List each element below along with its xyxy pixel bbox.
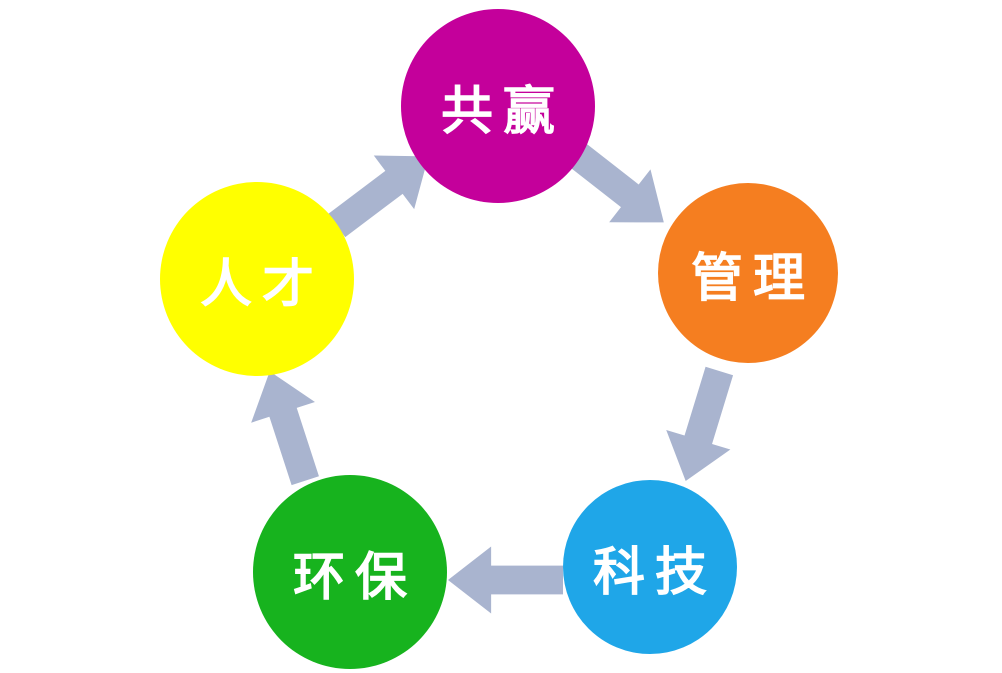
arrow-environment-to-talent-icon — [251, 371, 319, 486]
arrow-talent-to-winwin-icon — [327, 155, 429, 238]
arrow-shape — [666, 366, 734, 481]
node-win-win-label: 共赢 — [440, 80, 565, 142]
node-technology: 科技 — [563, 480, 737, 654]
arrow-winwin-to-management-icon — [564, 140, 664, 223]
node-environment-label: 环保 — [292, 546, 417, 608]
arrow-shape — [327, 155, 429, 238]
node-talent: 人才 — [160, 182, 354, 376]
arrow-shape — [564, 140, 664, 223]
node-management-label: 管理 — [690, 247, 815, 309]
node-management: 管理 — [658, 183, 838, 363]
node-environment: 环保 — [253, 475, 447, 669]
arrow-technology-to-environment-icon — [448, 546, 563, 614]
arrow-shape — [251, 371, 319, 486]
arrow-shape — [448, 546, 563, 614]
arrow-management-to-technology-icon — [666, 366, 734, 481]
node-technology-label: 科技 — [592, 541, 717, 603]
node-talent-label: 人才 — [199, 253, 324, 315]
node-win-win: 共赢 — [401, 9, 595, 203]
